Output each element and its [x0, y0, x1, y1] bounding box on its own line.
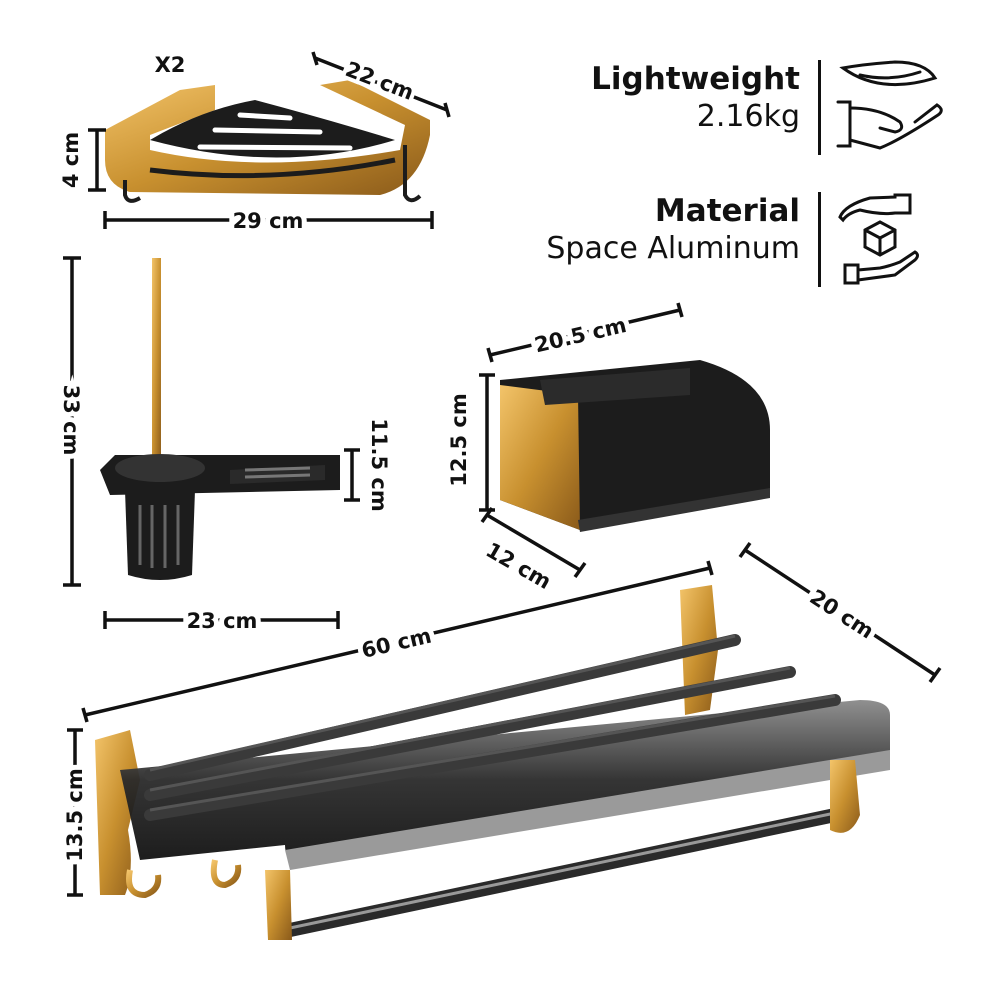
brush-height-dimension: 33 cm [54, 256, 88, 587]
feature-title: Material [654, 193, 800, 229]
feature-material: Material Space Aluminum [546, 192, 800, 268]
hands-cube-icon [838, 193, 919, 285]
feature-value: Space Aluminum [546, 231, 800, 266]
tray-height-label: 11.5 cm [367, 418, 391, 511]
feature-divider [818, 192, 821, 287]
feature-lightweight: Lightweight 2.16kg [591, 60, 800, 136]
toilet-brush-holder [100, 258, 340, 580]
rack-depth-dimension: 20 cm [738, 541, 942, 684]
rack-height-dimension: 13.5 cm [58, 728, 92, 897]
rack-height-label: 13.5 cm [63, 768, 87, 861]
feature-divider [818, 60, 821, 155]
corner-height-dimension: 4 cm [55, 128, 106, 192]
corner-width-label: 29 cm [233, 209, 304, 233]
paper-depth-label: 12 cm [482, 538, 555, 594]
paper-height-label: 12.5 cm [447, 393, 471, 486]
brush-height-label: 33 cm [59, 385, 83, 456]
brush-width-label: 23 cm [187, 609, 258, 633]
rack-length-label: 60 cm [359, 624, 433, 663]
paper-height-dimension: 12.5 cm [447, 373, 495, 512]
tray-height-dimension: 11.5 cm [344, 418, 391, 512]
towel-rack [95, 585, 890, 940]
corner-width-dimension: 29 cm [103, 204, 434, 238]
paper-width-label: 20.5 cm [532, 313, 628, 357]
feature-value: 2.16kg [696, 99, 800, 134]
corner-shelf [105, 80, 430, 203]
brush-width-dimension: 23 cm [103, 604, 340, 638]
rack-length-dimension: 60 cm [81, 560, 714, 723]
corner-height-label: 4 cm [59, 132, 83, 188]
feather-hand-icon [836, 60, 943, 150]
rack-depth-label: 20 cm [806, 585, 879, 644]
paper-width-dimension: 20.5 cm [486, 302, 684, 363]
feature-title: Lightweight [591, 61, 800, 97]
quantity-label: X2 [155, 53, 186, 77]
paper-holder [500, 360, 770, 532]
